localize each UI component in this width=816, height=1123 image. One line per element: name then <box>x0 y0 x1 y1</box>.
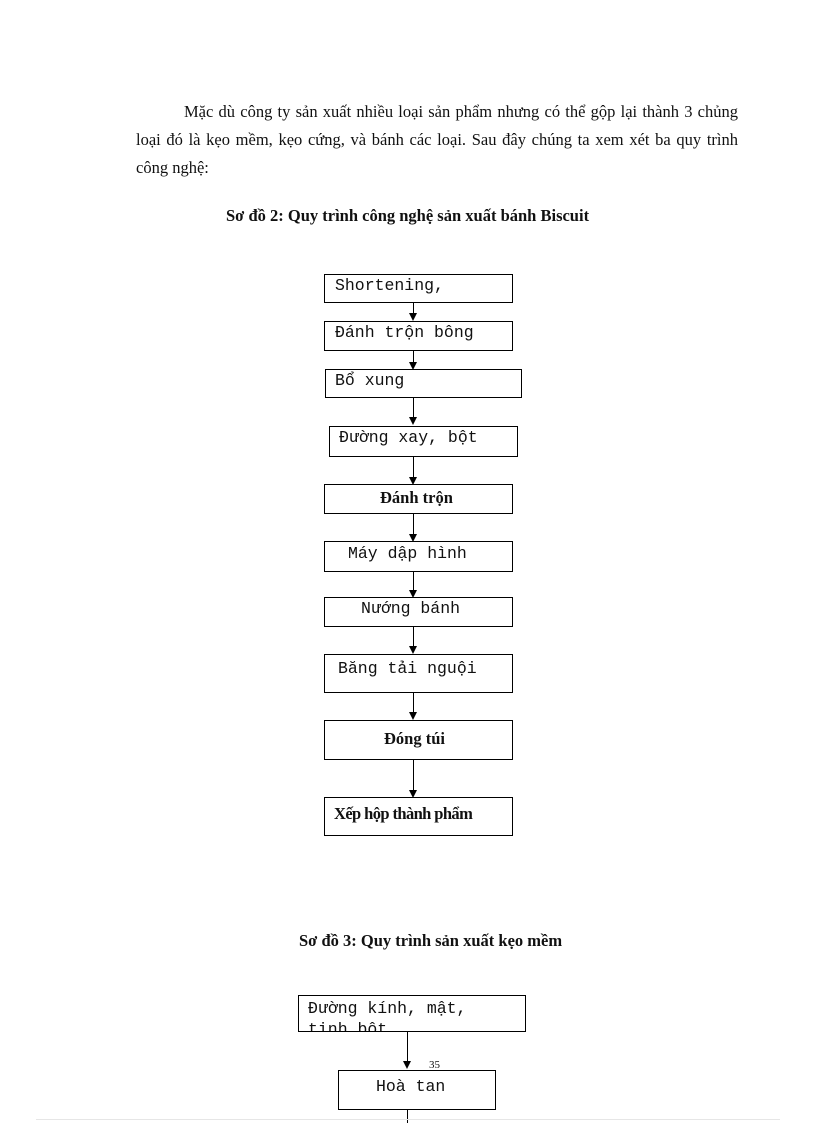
flow-step-duong-kinh-mat: Đường kính, mật, tinh bột <box>298 995 526 1032</box>
flow-step-may-dap-hinh: Máy dập hình <box>324 541 513 572</box>
arrow-head <box>403 1061 411 1069</box>
arrow-head <box>409 313 417 321</box>
diagram-3-title: Sơ đồ 3: Quy trình sản xuất kẹo mềm <box>299 931 563 950</box>
flow-step-label: Đường xay, bột <box>339 428 478 447</box>
flow-arrow <box>413 760 414 791</box>
flow-step-label: Đánh trộn <box>380 488 453 507</box>
flow-step-label: Xếp hộp thành phẩm <box>334 804 473 823</box>
flow-step-label: Bổ xung <box>335 371 405 390</box>
arrow-head <box>409 477 417 485</box>
flow-step-label: Hoà tan <box>376 1077 446 1096</box>
flow-step-label: Băng tải nguội <box>338 659 477 678</box>
flow-step-shortening: Shortening, <box>324 274 513 303</box>
flow-arrow <box>413 398 414 418</box>
flow-step-dong-tui: Đóng túi <box>324 720 513 760</box>
flow-step-label-clipped: tinh bột <box>308 1020 388 1032</box>
flow-step-duong-xay-bot: Đường xay, bột <box>329 426 518 457</box>
flow-step-nuong-banh: Nướng bánh <box>324 597 513 627</box>
arrow-head <box>409 590 417 598</box>
flow-step-label: Đóng túi <box>384 729 445 748</box>
flow-arrow <box>413 572 414 591</box>
arrow-head <box>409 712 417 720</box>
arrow-head <box>409 362 417 370</box>
flow-arrow <box>407 1110 408 1123</box>
flow-step-label: Đường kính, mật, <box>308 999 467 1018</box>
arrow-head <box>409 417 417 425</box>
flow-step-label: Nướng bánh <box>361 599 461 618</box>
flow-step-label: Shortening, <box>335 276 444 295</box>
flow-step-hoa-tan: Hoà tan <box>338 1070 496 1110</box>
flow-arrow <box>413 457 414 478</box>
flow-step-label: Máy dập hình <box>348 544 467 563</box>
flow-arrow <box>413 514 414 535</box>
flow-arrow <box>413 627 414 647</box>
flow-step-danh-tron-bong: Đánh trộn bông <box>324 321 513 351</box>
flow-step-bo-xung: Bổ xung <box>325 369 522 398</box>
flow-arrow <box>413 303 414 314</box>
diagram-2-title: Sơ đồ 2: Quy trình công nghệ sản xuất bá… <box>226 206 590 225</box>
flow-step-xep-hop-thanh-pham: Xếp hộp thành phẩm <box>324 797 513 836</box>
page-bottom-rule <box>36 1119 780 1120</box>
flow-step-bang-tai-nguoi: Băng tải nguội <box>324 654 513 693</box>
flow-step-label: Đánh trộn bông <box>335 323 474 342</box>
intro-paragraph: Mặc dù công ty sản xuất nhiều loại sản p… <box>136 102 738 177</box>
flow-arrow <box>413 351 414 363</box>
arrow-head <box>409 646 417 654</box>
page-number: 35 <box>429 1059 440 1071</box>
flow-step-danh-tron: Đánh trộn <box>324 484 513 514</box>
flow-arrow <box>413 693 414 713</box>
arrow-head <box>409 534 417 542</box>
arrow-head <box>409 790 417 798</box>
flow-arrow <box>407 1032 408 1062</box>
